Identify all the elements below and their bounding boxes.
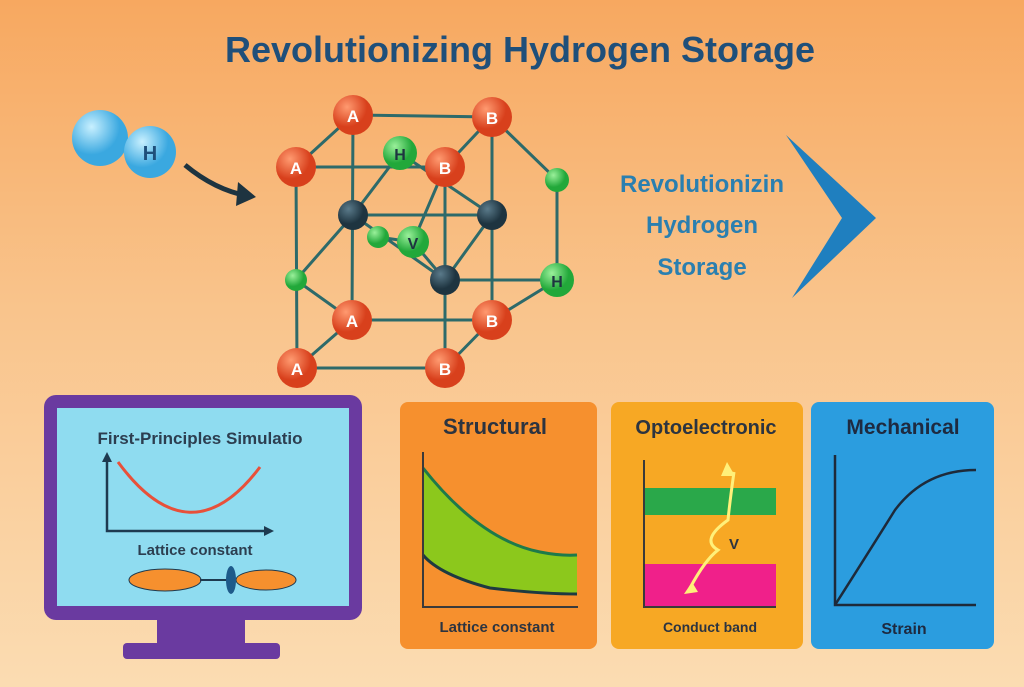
molecule-label: H [143, 143, 157, 165]
molecule-model-icon [128, 566, 297, 594]
svg-text:Storage: Storage [657, 254, 746, 281]
atom-a: A [333, 95, 373, 135]
atom-b: B [425, 348, 465, 388]
atom-a: A [276, 147, 316, 187]
node-atom [338, 200, 368, 230]
small-atom [545, 168, 569, 192]
optoelectronic-panel: Optoelectronic V Conduct band [611, 402, 803, 649]
svg-text:Hydrogen: Hydrogen [646, 212, 758, 239]
atom-b: B [425, 147, 465, 187]
atom-v: V [397, 226, 429, 258]
svg-text:A: A [346, 312, 358, 331]
atom-b: B [472, 300, 512, 340]
atom-a: A [277, 348, 317, 388]
opto-xlabel: Conduct band [663, 619, 757, 635]
main-title: Revolutionizing Hydrogen Storage [225, 29, 815, 70]
structural-title: Structural [443, 414, 547, 439]
structural-xlabel: Lattice constant [439, 619, 554, 636]
svg-text:B: B [486, 109, 498, 128]
monitor-simulation-panel: First-Principles Simulatio Lattice const… [44, 395, 362, 659]
small-atom [367, 226, 389, 248]
small-atom [285, 269, 307, 291]
arrowhead-icon [236, 182, 256, 206]
mechanical-title: Mechanical [846, 416, 959, 439]
svg-text:A: A [347, 107, 359, 126]
svg-text:A: A [291, 360, 303, 379]
atom-b: B [472, 97, 512, 137]
stress-strain-curve [833, 468, 977, 606]
svg-text:Revolutionizin: Revolutionizin [620, 171, 784, 198]
svg-text:B: B [439, 360, 451, 379]
simulation-xlabel: Lattice constant [137, 542, 252, 559]
atom-h: H [383, 136, 417, 170]
simulation-title: First-Principles Simulatio [98, 429, 303, 448]
hydrogen-molecule: H [72, 110, 176, 178]
svg-text:B: B [439, 159, 451, 178]
opto-title: Optoelectronic [635, 417, 776, 439]
photon-wave-icon [688, 471, 736, 589]
mechanical-xlabel: Strain [881, 621, 926, 638]
svg-text:A: A [290, 159, 302, 178]
mechanical-panel: Mechanical Strain [811, 402, 994, 649]
side-caption: Revolutionizin Hydrogen Storage [620, 171, 784, 281]
atom-a: A [332, 300, 372, 340]
svg-text:V: V [408, 236, 419, 253]
opto-marker: V [729, 536, 739, 553]
svg-text:H: H [394, 147, 406, 164]
svg-text:H: H [551, 274, 563, 291]
svg-text:B: B [486, 312, 498, 331]
structural-panel: Structural Lattice constant [400, 402, 597, 649]
energy-curve [116, 461, 262, 514]
node-atom [430, 265, 460, 295]
lattice-atoms: H H V A A A A B B B B [276, 95, 574, 388]
atom-h: H [540, 263, 574, 297]
node-atom [477, 200, 507, 230]
chevron-right-icon [786, 135, 876, 298]
